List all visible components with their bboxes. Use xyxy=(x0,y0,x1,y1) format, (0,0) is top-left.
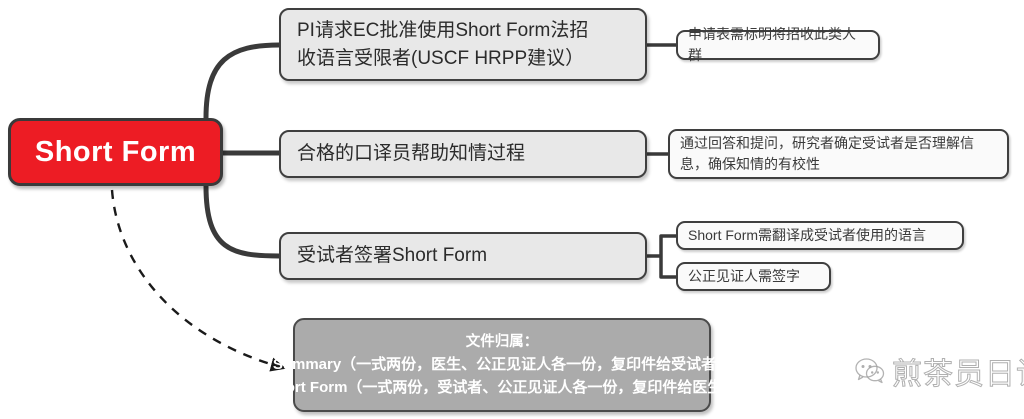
leaf-node-1-label: 申请表需标明将招收此类人群 xyxy=(688,26,856,63)
branch-node-1-line-2: 收语言受限者(USCF HRPP建议） xyxy=(297,47,585,69)
root-node-label: Short Form xyxy=(34,135,197,168)
leaf-node-4[interactable]: 公正见证人需签字 xyxy=(676,262,831,291)
root-node[interactable]: Short Form xyxy=(8,118,223,186)
leaf-node-1[interactable]: 申请表需标明将招收此类人群 xyxy=(676,26,880,63)
leaf-node-3-label: Short Form需翻译成受试者使用的语言 xyxy=(688,227,927,243)
summary-line-short-form: Short Form（一式两份，受试者、公正见证人各一份，复印件给医生） xyxy=(266,379,738,397)
branch-node-1-line-1: PI请求EC批准使用Short Form法招 xyxy=(297,19,589,41)
leaf-node-2[interactable]: 通过回答和提问，研究者确定受试者是否理解信 息，确保知情的有校性 xyxy=(668,129,1009,179)
connector-root-to-summary-dashed xyxy=(110,189,287,372)
branch-node-3[interactable]: 受试者签署Short Form xyxy=(279,232,647,280)
watermark: 煎茶员日记 xyxy=(855,349,1024,393)
connector-root-to-branch-3 xyxy=(203,183,282,259)
leaf-node-3[interactable]: Short Form需翻译成受试者使用的语言 xyxy=(676,221,964,250)
branch-node-3-label: 受试者签署Short Form xyxy=(297,245,488,267)
leaf-node-4-label: 公正见证人需签字 xyxy=(688,268,800,284)
wechat-icon xyxy=(855,358,885,384)
connector-branch-3-bracket xyxy=(645,234,678,279)
leaf-node-2-line-1: 通过回答和提问，研究者确定受试者是否理解信 xyxy=(680,135,974,151)
summary-line-summary: Summary（一式两份，医生、公正见证人各一份，复印件给受试者） xyxy=(272,355,732,373)
summary-box[interactable]: 文件归属： Summary（一式两份，医生、公正见证人各一份，复印件给受试者） … xyxy=(267,318,737,412)
branch-node-2[interactable]: 合格的口译员帮助知情过程 xyxy=(279,130,647,178)
leaf-node-2-label: 通过回答和提问，研究者确定受试者是否理解信 息，确保知情的有校性 xyxy=(680,133,974,175)
connector-root-to-branch-1 xyxy=(203,42,282,121)
summary-title: 文件归属： xyxy=(465,333,539,350)
watermark-text: 煎茶员日记 xyxy=(892,358,1024,392)
branch-node-2-label: 合格的口译员帮助知情过程 xyxy=(297,143,526,165)
branch-node-1-label: PI请求EC批准使用Short Form法招 收语言受限者(USCF HRPP建… xyxy=(297,17,588,72)
branch-node-1[interactable]: PI请求EC批准使用Short Form法招 收语言受限者(USCF HRPP建… xyxy=(279,8,647,81)
leaf-node-2-line-2: 息，确保知情的有校性 xyxy=(680,156,820,172)
